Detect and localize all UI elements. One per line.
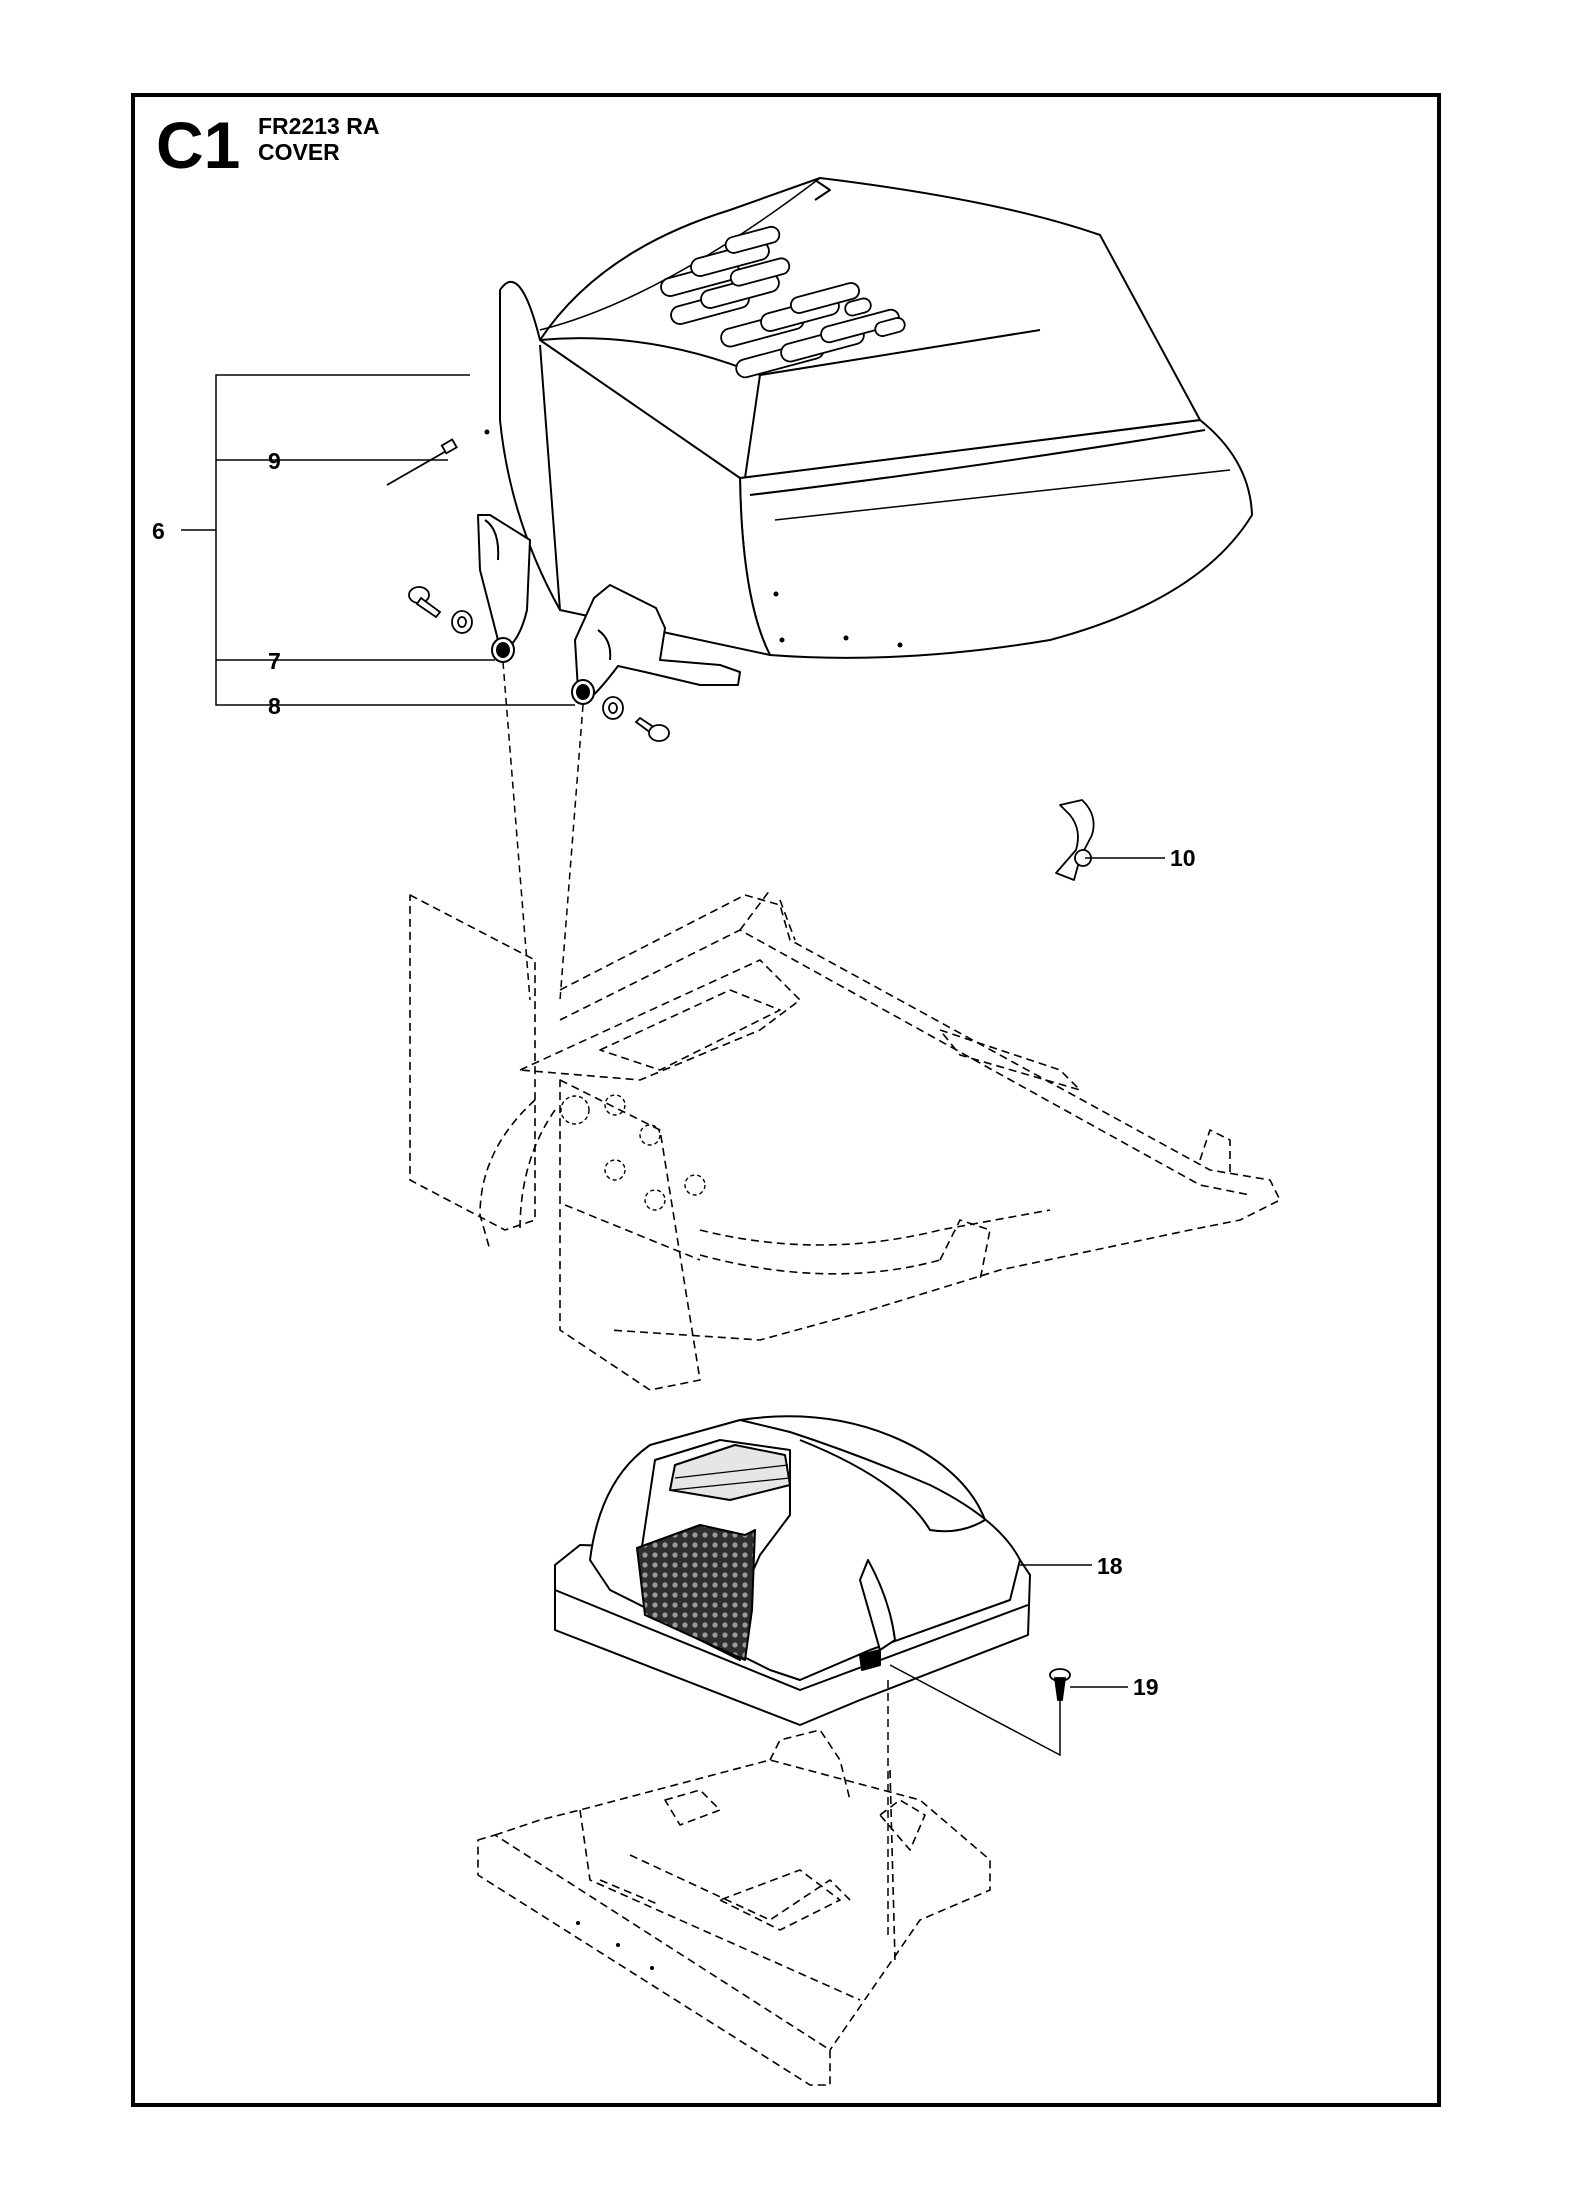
callout-19: 19 [1133,1674,1159,1700]
bolt-washer-right [602,696,670,742]
callout-10: 10 [1170,845,1196,871]
frame-bolt-holes [560,1094,706,1211]
assembly-name: COVER [258,139,340,165]
leader-lines [181,374,1165,1940]
lower-chassis-dashed [477,1729,991,2086]
frame-chassis-dashed [409,889,1281,1391]
hinge-bracket-left [477,514,531,663]
section-code: C1 [156,108,241,182]
callout-6: 6 [152,518,165,544]
main-cover-part-6 [484,177,1253,659]
bolt-washer-left [408,586,473,634]
assembly-guide-lines [502,661,584,1001]
callout-8: 8 [268,693,281,719]
fastener-part-19 [1049,1668,1071,1701]
lower-chassis-holes [576,1921,654,1970]
pin-part-9 [386,438,458,486]
model-number: FR2213 RA [258,113,380,139]
callout-9: 9 [268,448,281,474]
lower-cover-part-18 [554,1415,1031,1726]
clip-part-10 [1055,799,1095,881]
page-frame [131,93,1441,2107]
callout-18: 18 [1097,1553,1123,1579]
callout-7: 7 [268,648,281,674]
hinge-bracket-right [571,584,741,705]
